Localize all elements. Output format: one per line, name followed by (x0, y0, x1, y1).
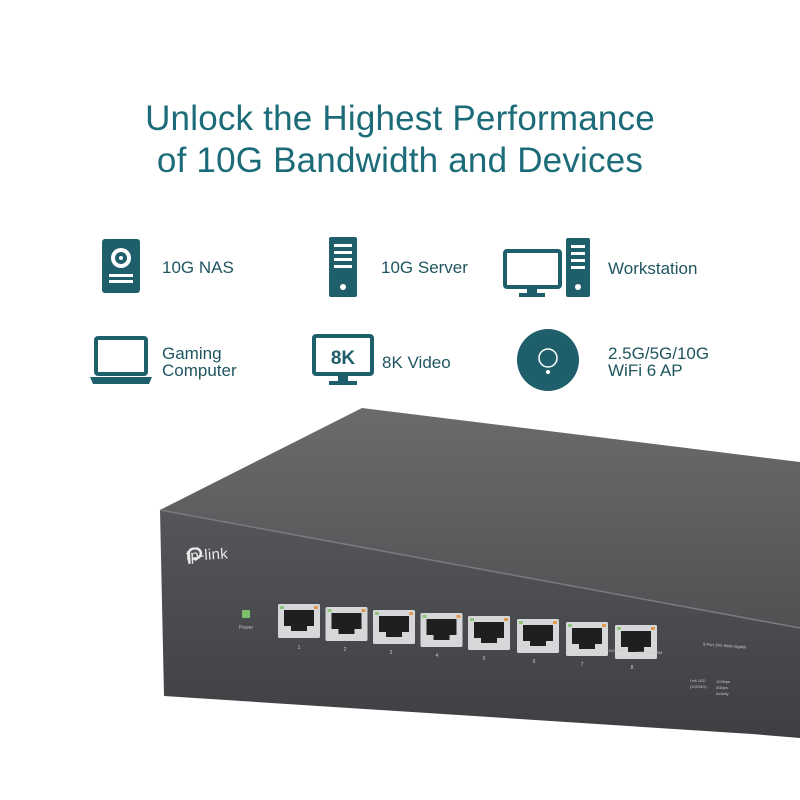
port-number: 7 (580, 662, 584, 668)
feature-wifi-ap: 2.5G/5G/10G WiFi 6 AP (516, 328, 736, 392)
feature-label-workstation: Workstation (608, 259, 698, 278)
feature-label-8k-video: 8K Video (382, 353, 451, 372)
feature-gaming-computer: Gaming Computer (89, 336, 269, 386)
feature-label-gaming: Gaming (162, 344, 222, 363)
switch-chassis (159, 408, 800, 738)
port-number: 8 (630, 665, 634, 671)
feature-server: 10G Server (328, 236, 488, 298)
port-number: 6 (532, 659, 536, 665)
svg-text:8K: 8K (331, 348, 356, 369)
rj45-port[interactable] (566, 622, 608, 656)
nas-icon (102, 239, 140, 293)
feature-label-wifi-line1: 2.5G/5G/10G (608, 344, 710, 363)
server-icon (329, 237, 357, 297)
product-image-switch: tp-link Power 1 2 3 4 5 6 7 8 10G/5G 2.5… (0, 400, 800, 800)
feature-label-server: 10G Server (381, 258, 468, 277)
headline-line-2: of 10G Bandwidth and Devices (156, 141, 644, 180)
tp-link-logo: tp-link (185, 545, 228, 565)
wifi-access-point-icon (517, 329, 579, 391)
led-legend-left-led: Left LED (690, 678, 706, 683)
workstation-icon (503, 238, 590, 297)
rj45-port[interactable] (468, 616, 510, 650)
feature-workstation: Workstation (503, 237, 723, 299)
headline: Unlock the Highest Performance of 10G Ba… (0, 98, 800, 182)
port-number: 4 (435, 653, 439, 659)
port-number: 1 (297, 645, 301, 651)
speed-label-10g-5g: 10G/5G (608, 648, 623, 653)
led-legend-5gbps: 5Gbps (716, 685, 728, 690)
power-label: Power (239, 625, 254, 631)
power-led (242, 610, 250, 618)
speed-label-2-5g: 2.5G/1G/100M (636, 650, 663, 655)
rj45-port[interactable] (615, 625, 657, 659)
led-legend-activity: Activity (716, 691, 729, 696)
port-number: 5 (482, 656, 486, 662)
led-legend-10gbps: 10Gbps (716, 679, 731, 684)
rj45-port[interactable] (517, 619, 559, 653)
rj45-port[interactable] (325, 607, 368, 641)
laptop-icon (90, 336, 152, 384)
led-legend-10g-5g: (10G/5G) (690, 684, 707, 689)
feature-8k-video: 8K 8K Video (312, 334, 482, 388)
headline-line-1: Unlock the Highest Performance (145, 99, 655, 138)
rj45-port[interactable] (278, 604, 320, 638)
port-number: 3 (389, 650, 393, 656)
feature-label-computer: Computer (162, 361, 237, 380)
feature-label-wifi-line2: WiFi 6 AP (608, 361, 683, 380)
rj45-port[interactable] (420, 613, 463, 647)
feature-label-nas: 10G NAS (162, 258, 234, 277)
tp-link-logo-mark-icon (187, 547, 203, 564)
rj45-port[interactable] (373, 610, 415, 644)
8k-monitor-icon: 8K (312, 334, 374, 385)
port-number: 2 (343, 647, 347, 653)
feature-nas: 10G NAS (101, 238, 261, 298)
